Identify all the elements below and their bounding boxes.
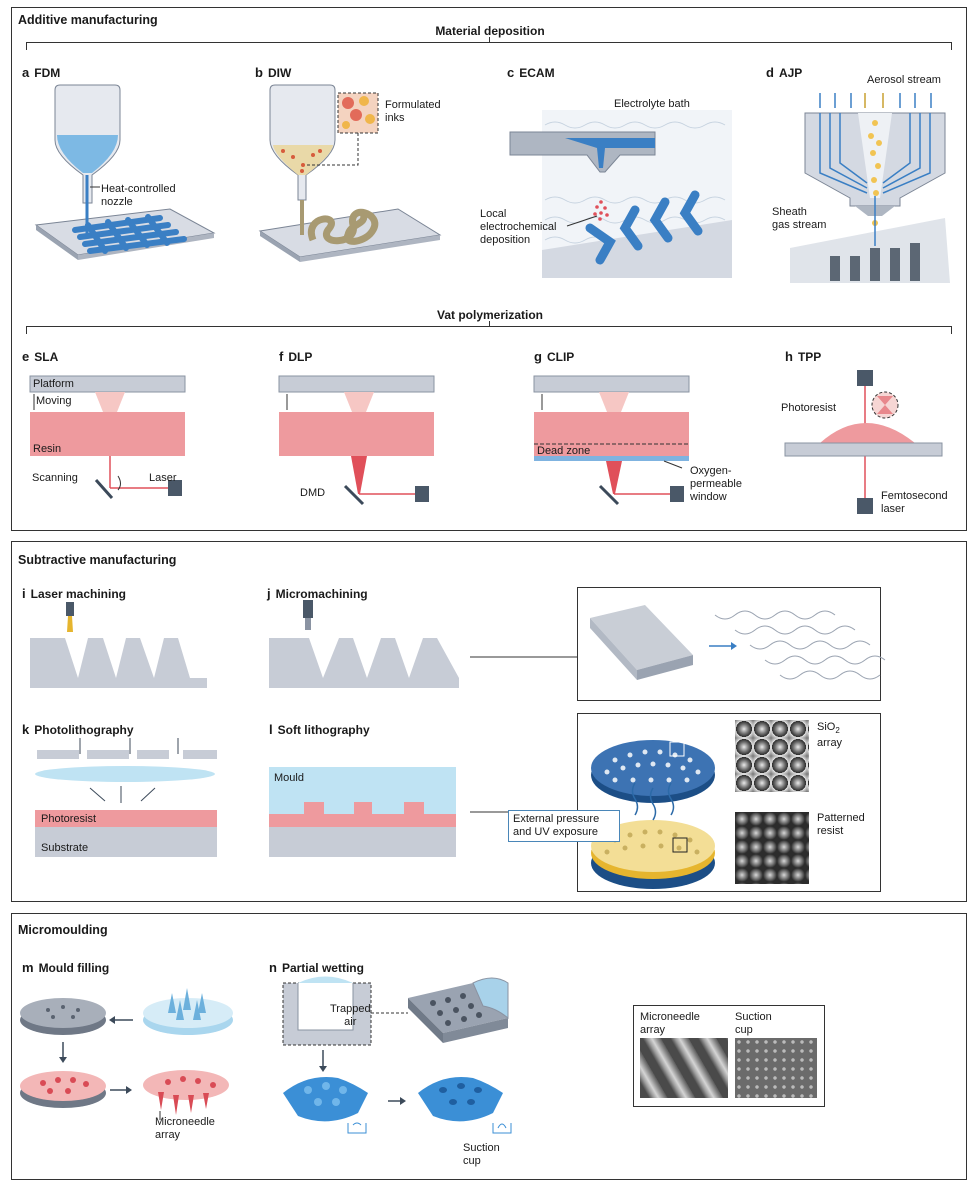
clip-illustration — [533, 375, 690, 506]
soft-litho-mould-label: Mould — [274, 772, 304, 784]
dlp-dmd-label: DMD — [300, 487, 326, 499]
sla-laser-label: Laser — [149, 472, 177, 484]
clip-dead-zone-label: Dead zone — [537, 445, 591, 457]
vat-polymerization-label: Vat polymerization — [436, 308, 544, 322]
sla-illustration — [29, 375, 186, 499]
photolitho-substrate-label: Substrate — [41, 842, 89, 854]
sio2-sem-image — [735, 720, 809, 792]
sla-platform-label: Platform — [33, 378, 74, 390]
sla-resin-label: Resin — [33, 443, 62, 455]
micromachining-illustration — [269, 600, 459, 688]
ecam-illustration — [509, 110, 732, 278]
bracket-tick — [489, 37, 490, 43]
subtractive-title: Subtractive manufacturing — [18, 553, 177, 567]
tpp-photoresist-label: Photoresist — [781, 402, 837, 414]
ajp-illustration — [790, 93, 950, 283]
dlp-illustration — [278, 375, 435, 506]
sla-scanning-label: Scanning — [32, 472, 78, 484]
soft-lithography-illustration — [269, 767, 456, 857]
bracket-tick — [489, 321, 490, 327]
photolithography-illustration — [35, 738, 217, 857]
ecam-bath-label: Electrolyte bath — [614, 98, 690, 110]
micromoulding-title: Micromoulding — [18, 923, 108, 937]
laser-machining-illustration — [30, 602, 207, 688]
material-deposition-label: Material deposition — [435, 24, 545, 38]
mould-filling-illustration — [20, 988, 233, 1120]
diw-illustration — [258, 84, 442, 262]
patterned-resist-sem-image — [735, 812, 809, 884]
ajp-aerosol-label: Aerosol stream — [867, 74, 941, 86]
additive-title: Additive manufacturing — [18, 13, 158, 27]
tpp-illustration — [784, 370, 943, 514]
microneedle-result-illustration — [590, 605, 886, 680]
sla-moving-label: Moving — [36, 395, 72, 407]
photolitho-photoresist-label: Photoresist — [41, 813, 97, 825]
microneedle-sem-image — [640, 1038, 728, 1098]
soft-litho-result-illustration — [591, 740, 715, 889]
fdm-leader — [90, 186, 100, 188]
suction-cup-sem-image — [735, 1038, 817, 1098]
ecam-leader — [566, 215, 598, 227]
fdm-illustration — [34, 84, 216, 260]
partial-wetting-illustration — [282, 976, 512, 1134]
